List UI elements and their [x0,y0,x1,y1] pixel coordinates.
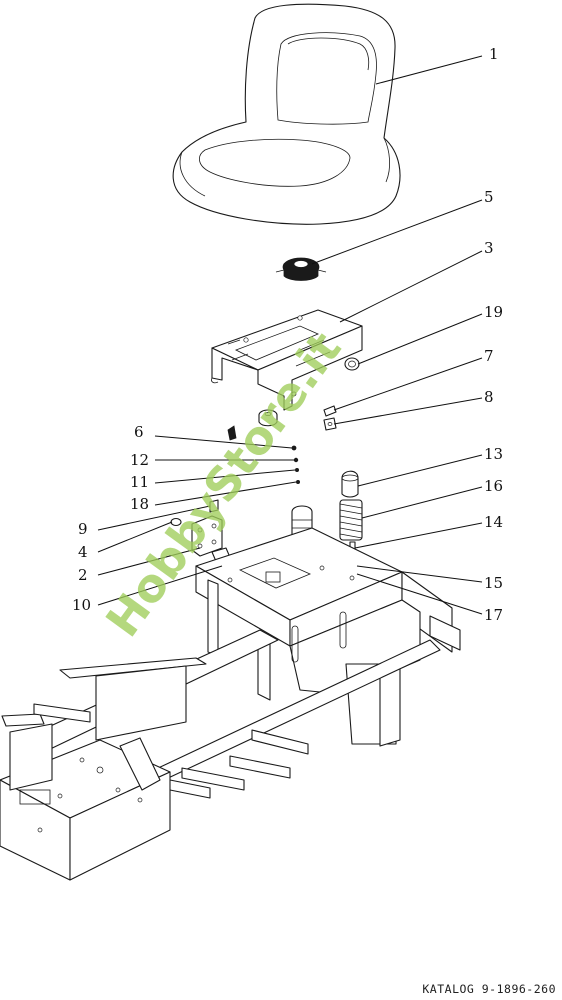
spring-part [339,499,363,541]
callout-5: 5 [484,188,494,206]
callout-6: 6 [134,423,144,441]
seat-part [172,3,401,225]
callout-1: 1 [489,45,499,63]
callout-9: 9 [78,520,88,538]
callout-4: 4 [78,543,88,561]
callout-14: 14 [484,513,503,531]
bushing-part [258,409,278,427]
cap-ring-part [344,357,360,371]
tractor-frame [0,527,461,881]
callout-8: 8 [484,388,494,406]
small-fasteners [227,425,300,484]
spring-cap-part [341,470,359,498]
safety-switch-part [275,257,327,281]
callout-3: 3 [484,239,494,257]
bolt-part-18 [209,499,219,513]
callout-19: 19 [484,303,503,321]
callout-12: 12 [130,451,149,469]
nut-part-8 [323,417,337,431]
callout-13: 13 [484,445,503,463]
catalog-number: KATALOG 9-1896-260 [422,982,556,996]
callout-15: 15 [484,574,503,592]
callout-17: 17 [484,606,503,624]
callout-16: 16 [484,477,503,495]
leader-lines [97,55,483,615]
callout-7: 7 [484,347,494,365]
callout-11: 11 [130,473,149,491]
callout-numbers: 1 5 3 19 7 8 6 12 11 18 13 16 9 4 14 2 1… [72,45,503,624]
nut-part-7 [323,405,337,417]
callout-10: 10 [72,596,91,614]
callout-18: 18 [130,495,149,513]
seat-bracket-part [211,309,363,411]
callout-2: 2 [78,566,88,584]
